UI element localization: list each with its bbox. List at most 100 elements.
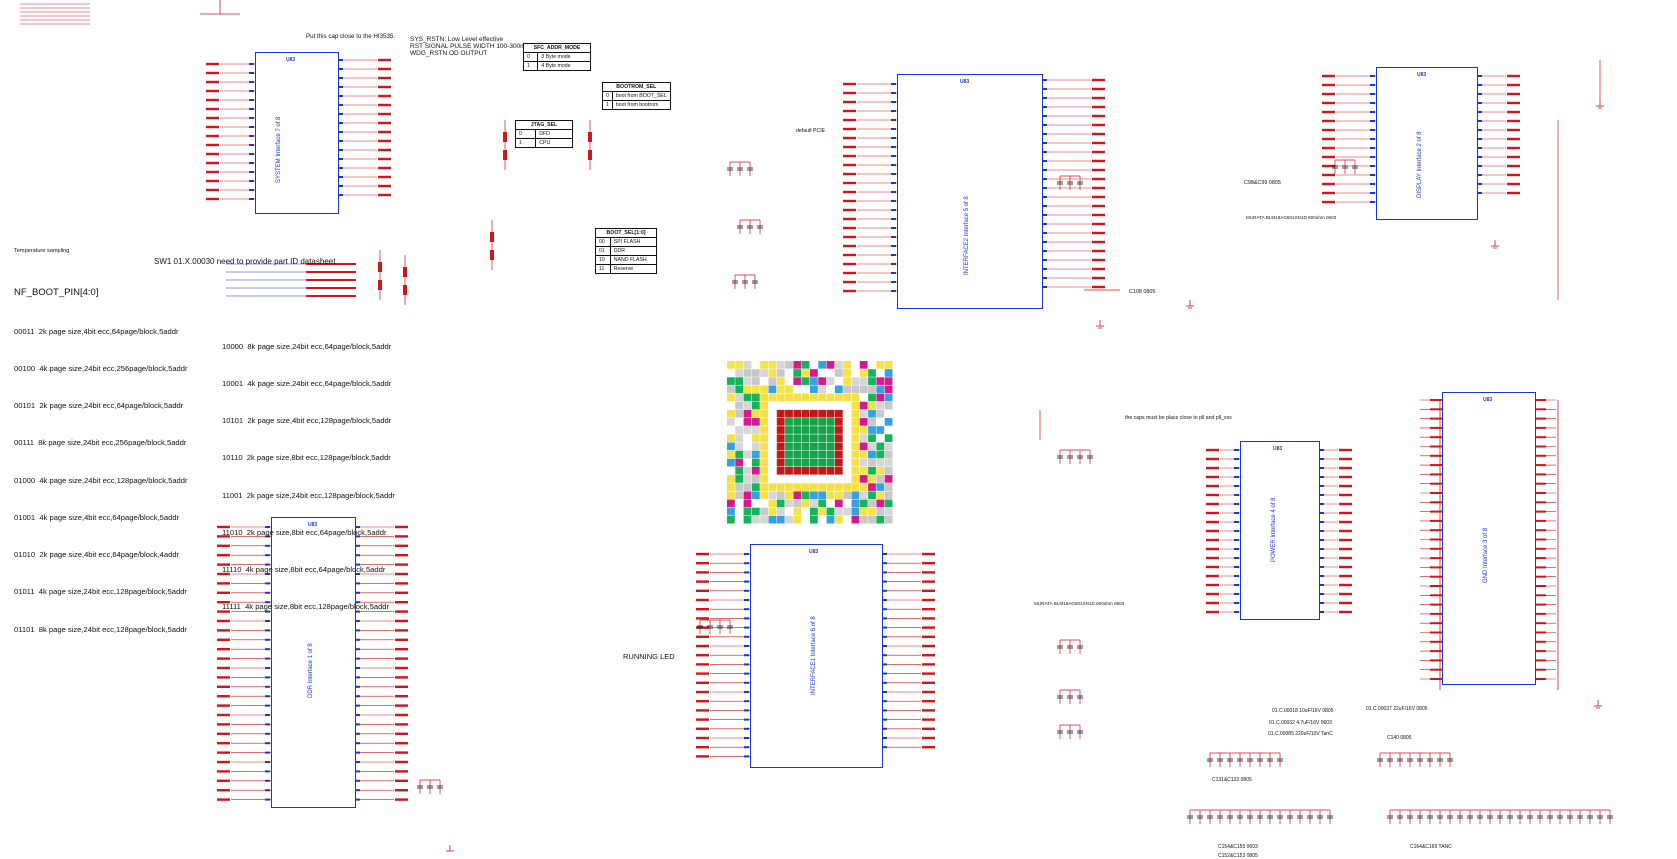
ball-cell (768, 515, 777, 524)
ball-cell (785, 385, 793, 394)
net-label (882, 599, 887, 601)
ball-cell (876, 434, 885, 442)
net-label (249, 135, 254, 137)
ball-cell (834, 426, 843, 434)
ball-cell (735, 499, 744, 508)
net-label (1234, 602, 1239, 604)
net-label (922, 654, 935, 657)
display-ref: U83 (1417, 72, 1427, 78)
net-label (1430, 482, 1442, 485)
ball-cell (851, 409, 860, 418)
net-label (1534, 631, 1546, 634)
ball-cell (751, 450, 760, 459)
net-label (378, 121, 391, 125)
ball-cell (859, 369, 868, 377)
ball-cell (760, 426, 768, 434)
net-label (355, 544, 360, 547)
ball-cell (776, 507, 785, 516)
net-label (744, 654, 749, 657)
net-label (217, 572, 230, 576)
net-label (1339, 502, 1352, 506)
net-label (1206, 448, 1219, 452)
net-label (306, 287, 356, 289)
net-label (1430, 585, 1442, 587)
net-label (1534, 659, 1546, 662)
net-label (1319, 566, 1324, 568)
net-label (744, 727, 749, 730)
ball-cell (851, 361, 860, 369)
ball-cell (859, 393, 868, 402)
ball-cell (810, 385, 818, 394)
ball-cell (793, 385, 802, 394)
ball-cell (826, 458, 835, 467)
net-label (922, 700, 935, 703)
ball-cell (735, 361, 744, 369)
net-label (922, 746, 935, 749)
ball-cell (843, 466, 851, 475)
ball-cell (868, 409, 876, 418)
net-label (217, 760, 230, 764)
table-cell: Reserve (609, 264, 658, 274)
system-ref: U83 (286, 57, 296, 63)
ball-cell (743, 458, 752, 467)
boot-row: 10101 2k page size,4bit ecc,128page/bloc… (222, 416, 392, 426)
net-label (1430, 473, 1442, 476)
net-label (355, 789, 360, 792)
ball-cell (793, 401, 802, 410)
net-label (1234, 458, 1239, 460)
net-label (1234, 557, 1239, 559)
net-label (338, 158, 343, 160)
ball-cell (801, 507, 810, 516)
net-label (843, 280, 856, 284)
net-label (1430, 594, 1442, 597)
net-label (843, 217, 856, 221)
net-label (882, 617, 887, 620)
ball-cell (793, 442, 802, 451)
net-label (744, 755, 749, 758)
ball-cell (876, 426, 885, 434)
ball-cell (735, 507, 744, 516)
net-label (1534, 594, 1546, 597)
net-label (1370, 165, 1375, 167)
net-label (1477, 165, 1482, 167)
ball-cell (768, 466, 777, 475)
chip-package-image (727, 361, 893, 524)
net-label (1339, 484, 1352, 488)
ball-cell (751, 401, 760, 410)
ball-cell (834, 442, 843, 451)
net-label (395, 563, 408, 566)
net-label (1206, 457, 1219, 461)
net-label (1534, 650, 1546, 653)
net-label (891, 92, 896, 94)
ball-cell (826, 499, 835, 508)
net-label (891, 146, 896, 148)
ball-cell (884, 361, 893, 369)
net-label (1477, 156, 1482, 158)
net-label (922, 663, 935, 666)
ball-cell (851, 434, 860, 442)
ball-cell (826, 434, 835, 442)
ball-cell (834, 361, 843, 369)
boot-title: BOOT_SEL[1:0] (595, 228, 657, 238)
ball-cell (818, 466, 827, 475)
net-label (1477, 102, 1482, 104)
net-label (1322, 83, 1335, 87)
net-label (355, 657, 360, 660)
ball-cell (810, 401, 818, 410)
net-label (696, 663, 709, 666)
ball-cell (876, 483, 885, 491)
net-label (1092, 195, 1105, 199)
net-label (395, 742, 408, 745)
bootrom-title: BOOTROM_SEL (602, 82, 671, 92)
net-label (355, 761, 360, 763)
net-label (1092, 186, 1105, 190)
net-label (588, 150, 592, 160)
net-label (1092, 240, 1105, 244)
ball-cell (876, 418, 885, 426)
temp-note: Temperature sampling (14, 248, 70, 254)
net-label (696, 580, 709, 583)
net-label (217, 648, 230, 651)
ball-cell (859, 418, 868, 426)
net-label (217, 638, 230, 641)
net-label (395, 619, 408, 623)
